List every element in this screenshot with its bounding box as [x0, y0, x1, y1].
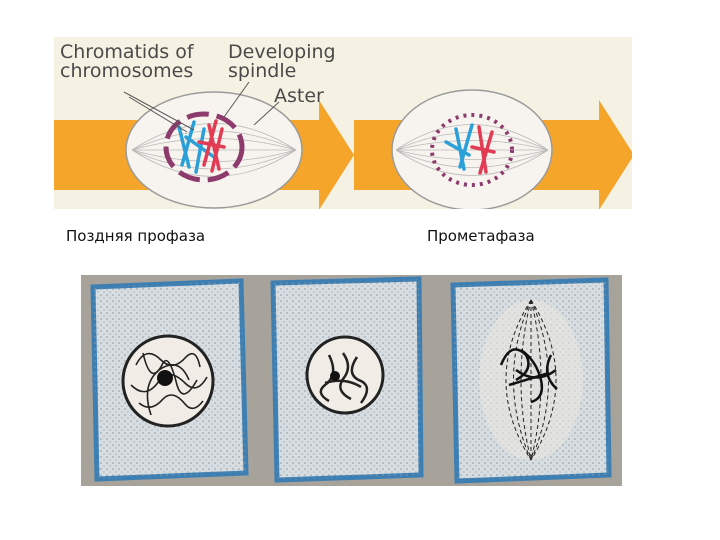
cell-prometaphase-illustration: [391, 89, 553, 209]
drawn-cell-prometaphase: [450, 277, 612, 484]
micrograph-drawings-panel: [81, 275, 622, 486]
drawn-cell-prophase-early: [90, 278, 249, 482]
annotation-developing-spindle: Developing spindle: [228, 41, 336, 82]
stage-label-late-prophase: Поздняя профаза: [66, 227, 206, 245]
chromatids-cell-2: [444, 123, 496, 175]
nuclear-envelope-fragments: [163, 111, 245, 183]
nuclear-envelope-fragments-2: [430, 113, 514, 187]
drawn-cell-prophase-late: [270, 276, 424, 483]
mitosis-illustration: [54, 81, 632, 209]
annotation-chromatids: Chromatids of chromosomes: [60, 41, 194, 82]
mitosis-illustration-panel: Chromatids of chromosomes Developing spi…: [54, 37, 632, 209]
stage-label-prometaphase: Прометафаза: [427, 227, 535, 245]
cell-late-prophase-illustration: [123, 81, 303, 209]
annotation-aster: Aster: [274, 85, 324, 107]
micrograph-drawings: [90, 276, 612, 484]
